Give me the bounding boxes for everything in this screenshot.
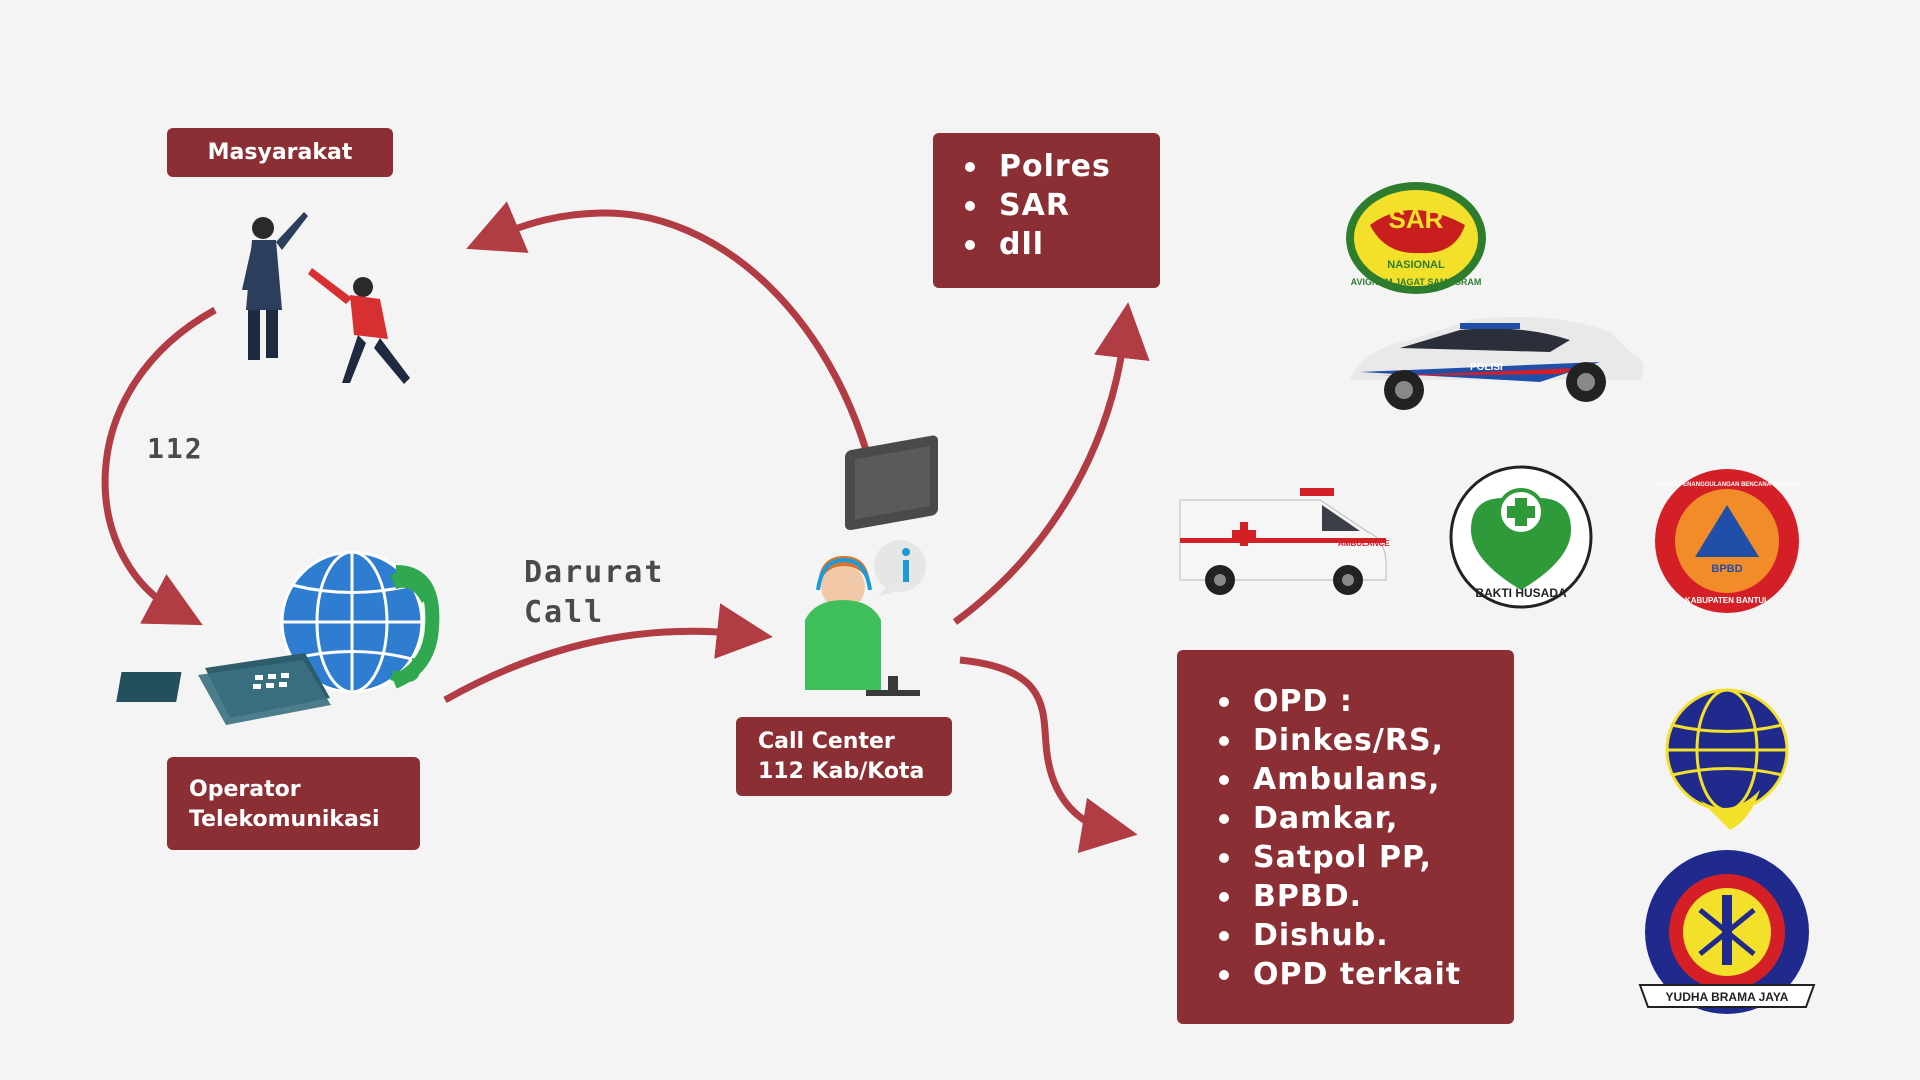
arrow-callcenter-to-opd — [959, 656, 1138, 853]
svg-text:YUDHA BRAMA JAYA: YUDHA BRAMA JAYA — [1666, 990, 1789, 1004]
operator-label-line1: Operator — [189, 777, 301, 802]
svg-text:AMBULANCE: AMBULANCE — [1338, 539, 1390, 548]
arrow-operator-to-callcenter — [443, 603, 773, 704]
opd-item: Satpol PP, — [1215, 838, 1514, 877]
call-center-label: Call Center 112 Kab/Kota — [736, 717, 952, 796]
masyarakat-label-text: Masyarakat — [207, 140, 353, 165]
agencies-box: Polres SAR dll — [933, 133, 1160, 288]
opd-item: Dinkes/RS, — [1215, 721, 1514, 760]
svg-text:NASIONAL: NASIONAL — [1387, 259, 1445, 271]
svg-text:KABUPATEN BANTUL: KABUPATEN BANTUL — [1685, 596, 1769, 605]
arrow-masyarakat-to-operator — [101, 306, 217, 626]
svg-text:POLISI: POLISI — [1470, 362, 1503, 373]
darurat-call-label: Darurat Call — [524, 553, 664, 633]
ambulance-illustration: AMBULANCE — [1179, 488, 1390, 595]
opd-item: Dishub. — [1215, 916, 1514, 955]
darurat-call-line2: Call — [524, 595, 605, 630]
svg-text:BADAN PENANGGULANGAN BENCANA D: BADAN PENANGGULANGAN BENCANA DAERAH — [1656, 482, 1798, 488]
sar-logo: SAR NASIONAL AVIGNAM JAGAT SAMAGRAM — [1346, 182, 1486, 294]
darurat-call-line1: Darurat — [524, 555, 665, 590]
agency-item: SAR — [961, 186, 1160, 225]
bakti-husada-logo: BAKTI HUSADA — [1449, 465, 1593, 609]
call-center-agent-illustration — [805, 435, 938, 696]
agency-item: dll — [961, 225, 1160, 264]
agency-item: Polres — [961, 147, 1160, 186]
globe-phone-illustration — [116, 550, 440, 725]
opd-item: Damkar, — [1215, 799, 1514, 838]
call-center-label-line2: 112 Kab/Kota — [758, 759, 925, 784]
people-illustration — [242, 212, 410, 384]
svg-text:SAR: SAR — [1389, 204, 1444, 234]
bpbd-logo: BPBD BADAN PENANGGULANGAN BENCANA DAERAH… — [1655, 469, 1799, 613]
damkar-logo: YUDHA BRAMA JAYA — [1638, 850, 1816, 1014]
call-center-label-line1: Call Center — [758, 729, 895, 754]
opd-item: OPD : — [1215, 682, 1514, 721]
call-number-label: 112 — [147, 432, 204, 465]
police-car-illustration: POLISI — [1350, 316, 1644, 410]
operator-label: Operator Telekomunikasi — [167, 757, 420, 850]
svg-text:BAKTI HUSADA: BAKTI HUSADA — [1475, 586, 1567, 600]
arrow-callcenter-to-agencies — [952, 302, 1150, 625]
arrow-callcenter-to-masyarakat — [466, 201, 881, 493]
svg-text:BPBD: BPBD — [1711, 563, 1742, 575]
masyarakat-label: Masyarakat — [167, 128, 393, 177]
svg-text:AVIGNAM JAGAT SAMAGRAM: AVIGNAM JAGAT SAMAGRAM — [1351, 277, 1482, 287]
dishub-logo — [1665, 688, 1789, 830]
opd-box: OPD : Dinkes/RS, Ambulans, Damkar, Satpo… — [1177, 650, 1514, 1024]
opd-item: OPD terkait — [1215, 955, 1514, 994]
opd-item: Ambulans, — [1215, 760, 1514, 799]
opd-item: BPBD. — [1215, 877, 1514, 916]
operator-label-line2: Telekomunikasi — [189, 807, 380, 832]
